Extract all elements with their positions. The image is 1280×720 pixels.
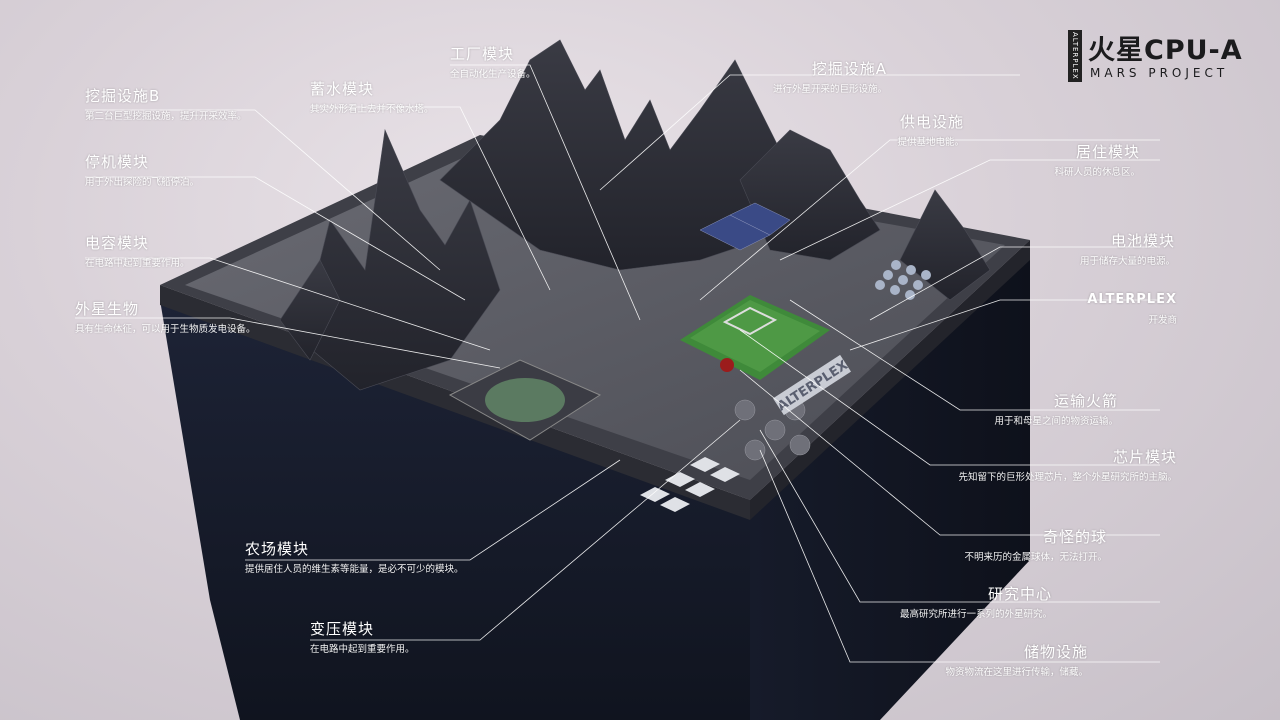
leader-lines xyxy=(75,64,1160,663)
label-storage-facility: 储物设施 物资物流在这里进行传输，储藏。 xyxy=(945,643,1088,679)
label-desc: 开发商 xyxy=(1148,315,1177,326)
label-title: 居住模块 xyxy=(1075,143,1140,161)
label-title: 停机模块 xyxy=(85,153,150,171)
label-desc: 第二台巨型挖掘设施，提升开采效率。 xyxy=(85,111,247,122)
label-farm-module: 农场模块 提供居住人员的维生素等能量，是必不可少的模块。 xyxy=(245,540,464,576)
label-desc: 不明来历的金属球体，无法打开。 xyxy=(964,552,1107,563)
label-alterplex: ALTERPLEX 开发商 xyxy=(1087,291,1177,327)
label-desc: 物资物流在这里进行传输，储藏。 xyxy=(945,667,1088,678)
brand-side-text: ALTERPLEX xyxy=(1068,30,1082,82)
label-battery-module: 电池模块 用于储存大量的电源。 xyxy=(1080,232,1175,268)
label-excavator-a: 挖掘设施A 进行外星开采的巨形设施。 xyxy=(773,60,887,96)
label-alien-life: 外星生物 具有生命体征，可以用于生物质发电设备。 xyxy=(75,300,256,336)
label-title: 奇怪的球 xyxy=(1042,528,1107,546)
label-desc: 提供基地电能。 xyxy=(897,137,964,148)
label-title: 挖掘设施A xyxy=(811,60,887,78)
label-capacitor-module: 电容模块 在电路中起到重要作用。 xyxy=(85,234,190,270)
label-desc: 提供居住人员的维生素等能量，是必不可少的模块。 xyxy=(245,564,464,575)
chip-module xyxy=(680,295,830,380)
label-title: 工厂模块 xyxy=(450,45,515,63)
label-title: ALTERPLEX xyxy=(1087,292,1177,307)
label-power-facility: 供电设施 提供基地电能。 xyxy=(897,113,964,149)
label-desc: 先知留下的巨形处理芯片，整个外星研究所的主脑。 xyxy=(958,472,1177,483)
brand-subtitle: MARS PROJECT xyxy=(1090,66,1229,80)
label-living-module: 居住模块 科研人员的休息区。 xyxy=(1054,143,1140,179)
label-desc: 进行外星开采的巨形设施。 xyxy=(772,84,887,95)
label-desc: 科研人员的休息区。 xyxy=(1054,167,1140,178)
label-dock-module: 停机模块 用于外出探险的飞船停泊。 xyxy=(85,153,199,189)
label-desc: 用于外出探险的飞船停泊。 xyxy=(85,177,200,188)
label-title: 运输火箭 xyxy=(1053,392,1118,410)
label-title: 芯片模块 xyxy=(1112,448,1177,466)
label-title: 外星生物 xyxy=(75,300,140,318)
label-desc: 全自动化生产设备。 xyxy=(450,69,536,80)
label-desc: 在电路中起到重要作用。 xyxy=(85,258,190,269)
solar-panels xyxy=(699,202,791,251)
label-desc: 用于和母星之间的物资运输。 xyxy=(994,416,1118,427)
label-title: 蓄水模块 xyxy=(310,80,375,98)
label-title: 变压模块 xyxy=(310,620,375,638)
label-factory-module: 工厂模块 全自动化生产设备。 xyxy=(450,45,536,81)
brand-title: 火星CPU-A xyxy=(1088,35,1243,66)
label-title: 挖掘设施B xyxy=(85,87,161,105)
label-desc: 具有生命体征，可以用于生物质发电设备。 xyxy=(75,324,256,335)
label-title: 农场模块 xyxy=(245,540,310,558)
label-desc: 在电路中起到重要作用。 xyxy=(310,644,415,655)
label-desc: 其实外形看上去并不像水塔。 xyxy=(310,104,434,115)
label-water-module: 蓄水模块 其实外形看上去并不像水塔。 xyxy=(310,80,434,116)
strange-ball-mark xyxy=(720,358,734,372)
label-desc: 最高研究所进行一系列的外星研究。 xyxy=(899,609,1052,620)
label-title: 研究中心 xyxy=(987,585,1052,603)
label-title: 供电设施 xyxy=(899,113,964,131)
brand-block: ALTERPLEX 火星CPU-A MARS PROJECT xyxy=(1068,30,1250,82)
label-research-center: 研究中心 最高研究所进行一系列的外星研究。 xyxy=(900,585,1052,621)
label-chip-module: 芯片模块 先知留下的巨形处理芯片，整个外星研究所的主脑。 xyxy=(958,448,1177,484)
farm-module xyxy=(448,359,602,441)
label-transformer-module: 变压模块 在电路中起到重要作用。 xyxy=(310,620,415,656)
label-desc: 用于储存大量的电源。 xyxy=(1079,256,1175,267)
label-title: 储物设施 xyxy=(1023,643,1088,661)
label-excavator-b: 挖掘设施B 第二台巨型挖掘设施，提升开采效率。 xyxy=(85,87,247,123)
label-transport-rocket: 运输火箭 用于和母星之间的物资运输。 xyxy=(994,392,1118,428)
label-strange-ball: 奇怪的球 不明来历的金属球体，无法打开。 xyxy=(964,528,1107,564)
label-title: 电池模块 xyxy=(1110,232,1175,250)
battery-cylinders xyxy=(875,260,931,300)
label-title: 电容模块 xyxy=(85,234,150,252)
